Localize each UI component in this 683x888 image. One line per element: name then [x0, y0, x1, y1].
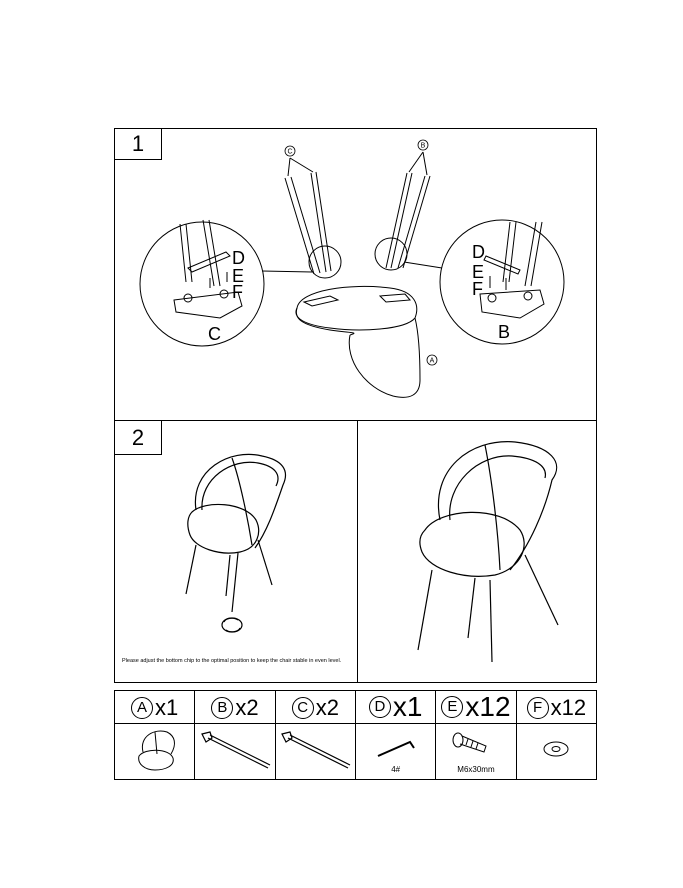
part-f-letter: F: [526, 696, 549, 719]
chair-large: [417, 441, 559, 663]
label-part-c: C: [208, 324, 221, 344]
label-f-left: F: [232, 282, 243, 302]
seat-a-marker: A: [430, 358, 435, 365]
step-2-number: 2: [115, 421, 162, 455]
part-c-image: [274, 723, 356, 780]
step-1-number: 1: [115, 129, 162, 160]
label-part-b: B: [498, 322, 511, 342]
part-b-qty: x2: [235, 694, 259, 720]
washer-icon: [543, 741, 569, 757]
label-e-left: E: [232, 266, 245, 286]
chair-small: [185, 453, 287, 613]
label-f-right: F: [472, 279, 483, 299]
part-e-caption: M6x30mm: [457, 764, 495, 774]
label-d-left: D: [232, 248, 245, 268]
leg-c-pair: [284, 157, 332, 275]
leg-c-marker: C: [287, 149, 292, 156]
leg-b-pair: [385, 151, 431, 269]
part-d-image: 4#: [354, 723, 437, 780]
detail-left-hardware: [173, 219, 243, 319]
part-c-letter: C: [291, 696, 314, 719]
part-b-image: [194, 723, 276, 780]
part-d-letter: D: [368, 696, 391, 718]
part-e-qty: x12: [465, 691, 511, 722]
leg-b-marker: B: [421, 143, 426, 150]
part-c-qty: x2: [315, 694, 339, 720]
part-d-caption: 4#: [391, 764, 401, 774]
detail-callout-right: [439, 219, 565, 345]
leg-icon: [201, 731, 271, 769]
step-2-panel: [114, 420, 597, 683]
detail-right-hardware: [479, 221, 545, 319]
chair-icon: [137, 730, 175, 771]
part-a-letter: A: [131, 696, 154, 719]
leg-icon: [281, 731, 351, 769]
step-2-divider: [357, 420, 358, 683]
bolt-icon: [452, 732, 487, 753]
part-a-qty: x1: [155, 694, 179, 720]
part-f-qty: x12: [550, 694, 587, 720]
label-e-right: E: [472, 262, 485, 282]
label-d-right: D: [472, 242, 485, 262]
part-e-image: M6x30mm: [435, 723, 517, 780]
part-f-image: [515, 723, 598, 780]
rotate-arrows-icon: [221, 617, 243, 633]
part-a-image: [113, 723, 196, 780]
detail-callout-left: [139, 221, 265, 347]
part-b-letter: B: [211, 696, 234, 719]
part-e-letter: E: [441, 696, 464, 718]
seat-shell: [295, 285, 421, 398]
part-d-qty: x1: [392, 691, 423, 722]
allen-key-icon: [377, 740, 415, 757]
step-2-note: Please adjust the bottom chip to the opt…: [122, 658, 342, 664]
